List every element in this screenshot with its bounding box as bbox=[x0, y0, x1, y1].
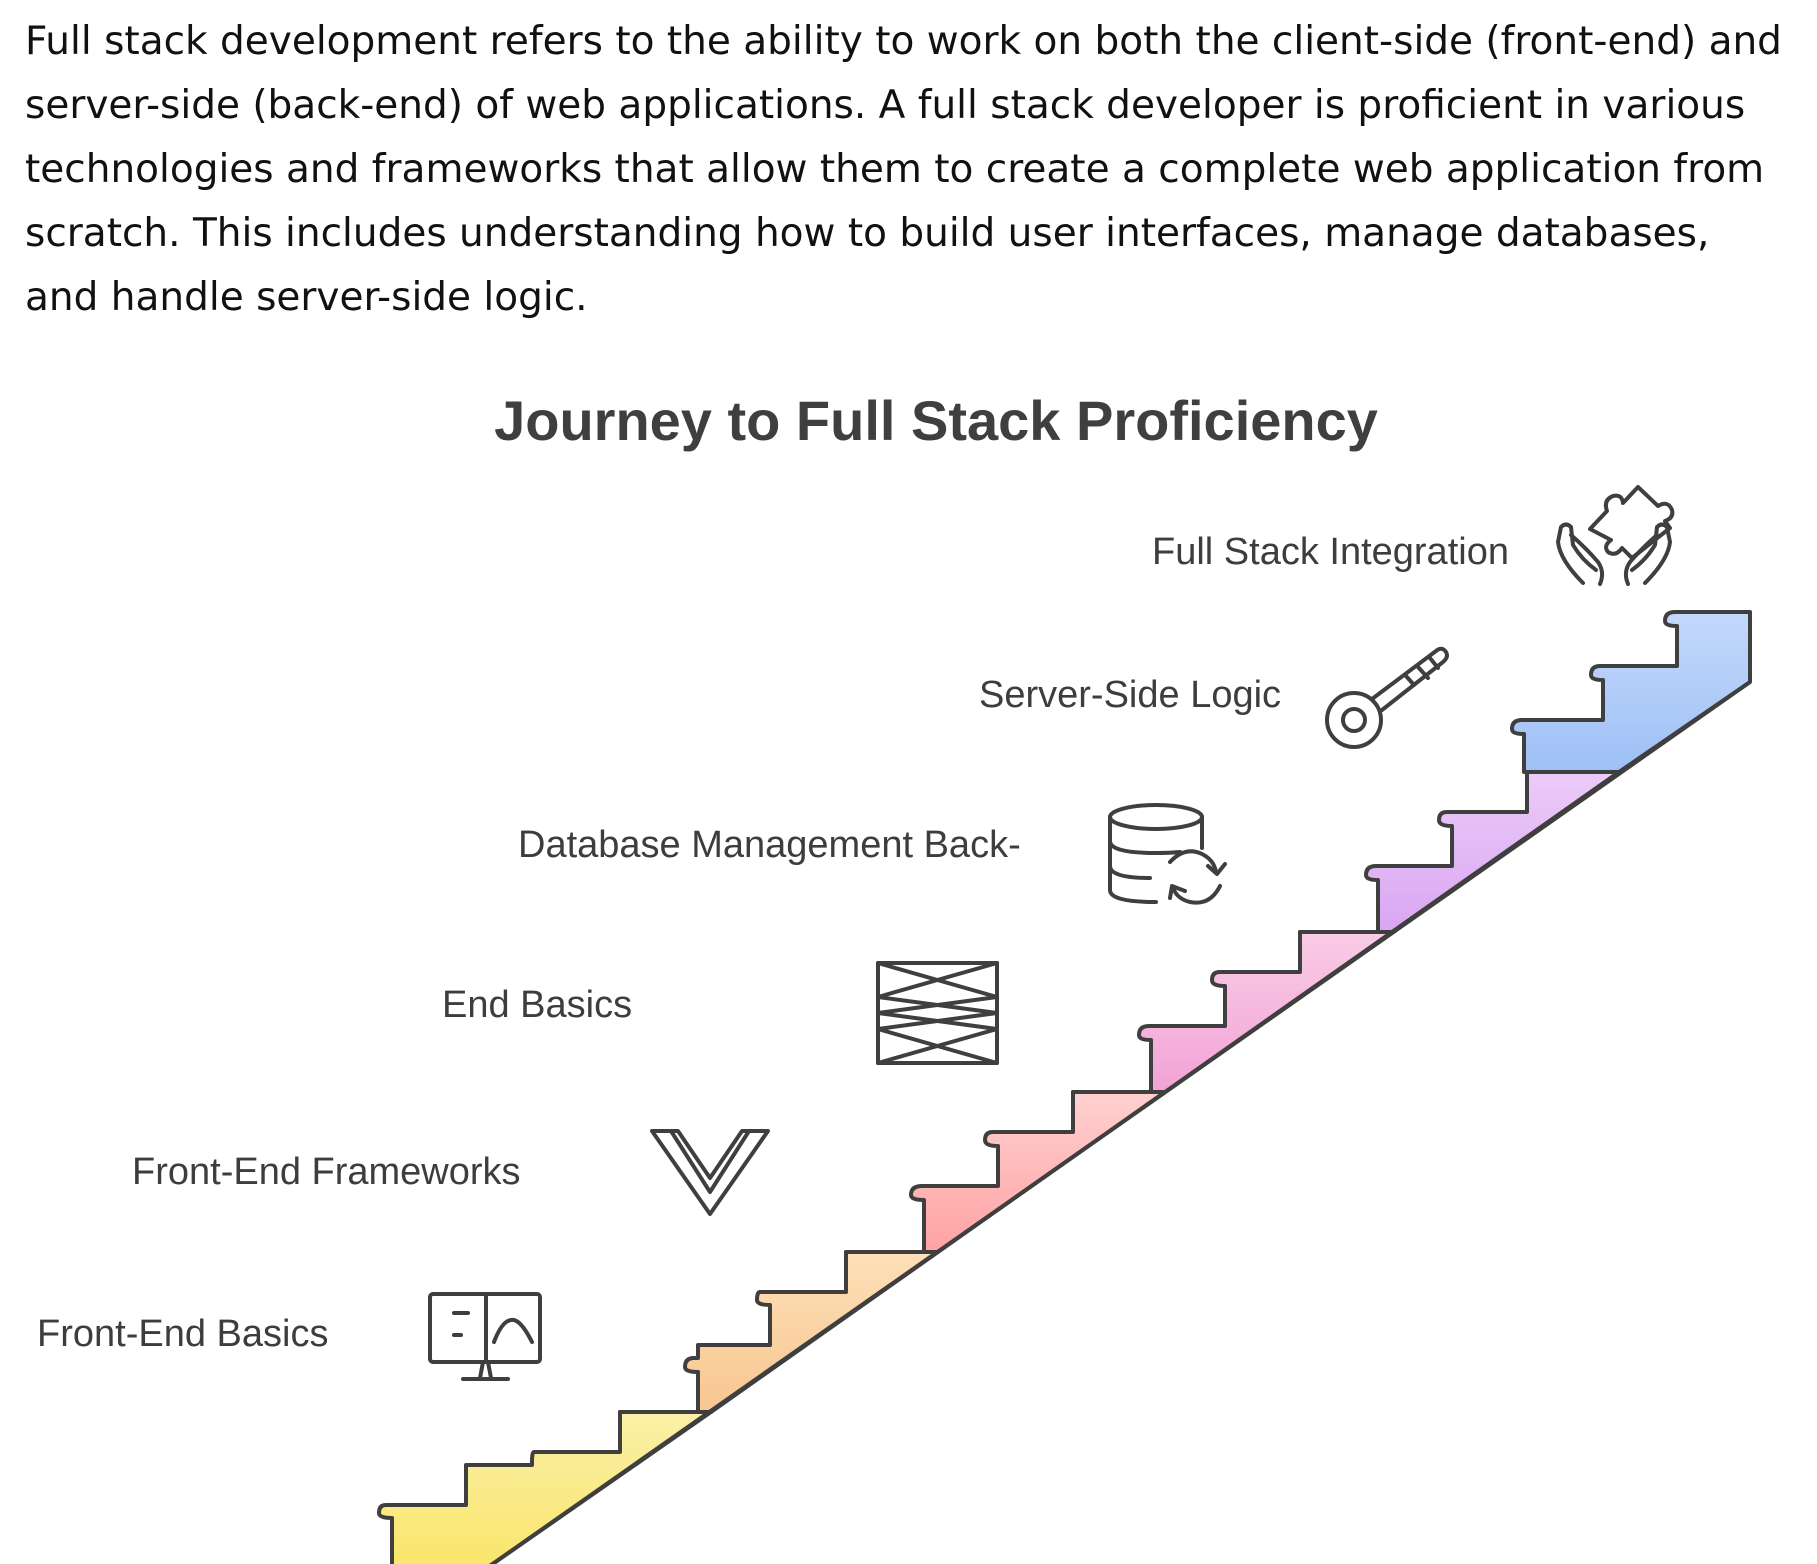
stair-section-front-end-frameworks bbox=[618, 1250, 940, 1414]
stair-section-database-management bbox=[1071, 930, 1394, 1094]
stair-section-server-side-logic bbox=[1298, 770, 1621, 934]
hands-puzzle-icon bbox=[1556, 485, 1675, 586]
step-label-server-side-logic: Server-Side Logic bbox=[979, 674, 1282, 716]
step-label-front-end-frameworks: Front-End Frameworks bbox=[132, 1151, 521, 1193]
step-label-full-stack-integration: Full Stack Integration bbox=[1152, 531, 1509, 573]
intro-paragraph: Full stack development refers to the abi… bbox=[25, 19, 1782, 320]
key-icon bbox=[1325, 646, 1449, 749]
vue-logo-icon bbox=[650, 1129, 770, 1216]
bowtie-icon bbox=[876, 961, 999, 1065]
diagram-title: Journey to Full Stack Proficiency bbox=[494, 389, 1378, 452]
monitor-chart-icon bbox=[428, 1292, 542, 1381]
step-label-database-management: Database Management Back- bbox=[518, 824, 1021, 866]
stair-section-end-basics bbox=[844, 1090, 1167, 1254]
stair-section-front-end-basics bbox=[377, 1410, 713, 1564]
step-label-end-basics: End Basics bbox=[442, 984, 633, 1026]
stair-section-full-stack-integration bbox=[1510, 610, 1752, 774]
step-label-front-end-basics: Front-End Basics bbox=[37, 1313, 329, 1355]
database-sync-icon bbox=[1108, 803, 1227, 905]
